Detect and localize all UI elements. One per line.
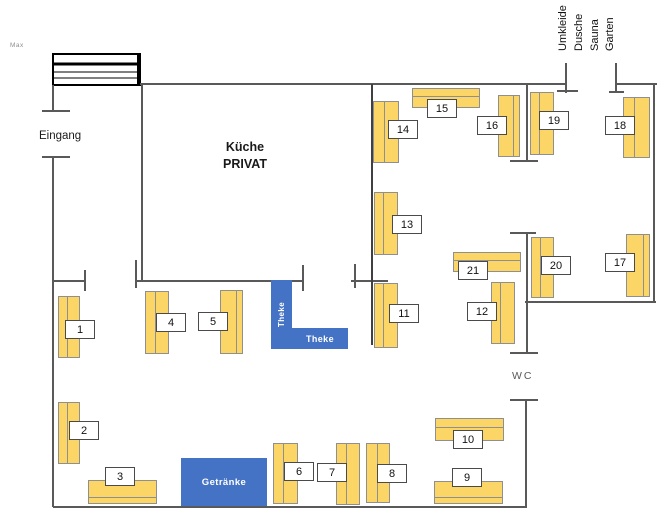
table-bench-divider: [513, 96, 514, 156]
table-bench-divider: [67, 403, 68, 463]
table-number-label-12: 12: [467, 302, 497, 321]
table-number-label-16: 16: [477, 116, 507, 135]
table-number-label-1: 1: [65, 320, 95, 339]
table-number-label-14: 14: [388, 120, 418, 139]
table-number-label-8: 8: [377, 464, 407, 483]
table-number-label-21: 21: [458, 261, 488, 280]
table-bench-divider: [89, 497, 156, 498]
table-bench-divider: [500, 283, 501, 343]
stairs: [52, 53, 141, 86]
kitchen-label-line2: PRIVAT: [223, 157, 267, 171]
table-bench-divider: [643, 235, 644, 296]
table-bench-divider: [436, 427, 503, 428]
table-number-label-20: 20: [541, 256, 571, 275]
table-number-label-5: 5: [198, 312, 228, 331]
max-label: Max: [10, 42, 24, 49]
table-number-label-15: 15: [427, 99, 457, 118]
counter-theke-horizontal: Theke: [292, 328, 348, 349]
counter-theke-vertical-label: Theke: [277, 301, 286, 328]
table-bench-divider: [236, 291, 237, 353]
umkleide-label: Umkleide: [557, 5, 569, 51]
sauna-label: Sauna: [589, 19, 601, 51]
table-bench-divider: [283, 444, 284, 503]
kitchen-label: Küche PRIVAT: [170, 139, 320, 173]
drinks-station: Getränke: [181, 458, 267, 506]
table-number-label-17: 17: [605, 253, 635, 272]
wc-label: WC: [512, 370, 534, 382]
table-number-label-6: 6: [284, 462, 314, 481]
table-bench-divider: [413, 96, 479, 97]
entrance-label: Eingang: [39, 130, 82, 142]
table-number-label-19: 19: [539, 111, 569, 130]
table-bench-divider: [155, 292, 156, 353]
drinks-station-label: Getränke: [201, 476, 247, 488]
table-number-label-9: 9: [452, 468, 482, 487]
counter-theke-vertical: Theke: [271, 280, 292, 349]
table-bench-divider: [435, 497, 502, 498]
dusche-label: Dusche: [573, 13, 585, 51]
table-number-label-18: 18: [605, 116, 635, 135]
table-bench-divider: [383, 284, 384, 347]
kitchen-label-line1: Küche: [225, 140, 265, 154]
table-number-label-13: 13: [392, 215, 422, 234]
table-bench-divider: [540, 238, 541, 297]
table-bench-divider: [383, 193, 384, 254]
wall-lines: [42, 63, 657, 508]
table-bench-divider: [384, 102, 385, 162]
table-number-label-7: 7: [317, 463, 347, 482]
garten-label: Garten: [604, 17, 616, 51]
table-number-label-2: 2: [69, 421, 99, 440]
counter-theke-horizontal-label: Theke: [305, 333, 334, 344]
table-bench-divider: [454, 260, 520, 261]
table-number-label-3: 3: [105, 467, 135, 486]
table-number-label-11: 11: [389, 304, 419, 323]
table-number-label-4: 4: [156, 313, 186, 332]
table-number-label-10: 10: [453, 430, 483, 449]
